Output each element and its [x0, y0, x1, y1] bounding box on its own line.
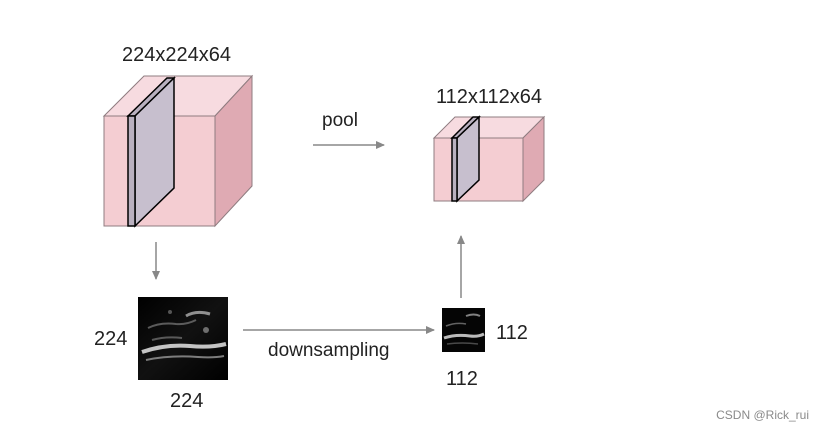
output-slice-width-label: 112 — [446, 368, 478, 390]
output-volume — [432, 115, 546, 203]
input-slice-front — [127, 115, 136, 227]
input-slice-width-label: 224 — [170, 390, 204, 412]
watermark-text: CSDN @Rick_rui — [716, 408, 809, 422]
output-slice-front — [451, 137, 458, 202]
input-slice-height-label: 224 — [94, 328, 128, 350]
output-slice-height-label: 112 — [496, 322, 528, 344]
input-volume-dims-label: 224x224x64 — [122, 44, 231, 66]
downsampling-label: downsampling — [268, 340, 390, 361]
output-slice-image — [442, 308, 485, 352]
input-slice-image — [138, 297, 228, 380]
pool-label: pool — [322, 110, 358, 131]
input-volume — [102, 74, 254, 228]
output-volume-dims-label: 112x112x64 — [436, 86, 543, 108]
